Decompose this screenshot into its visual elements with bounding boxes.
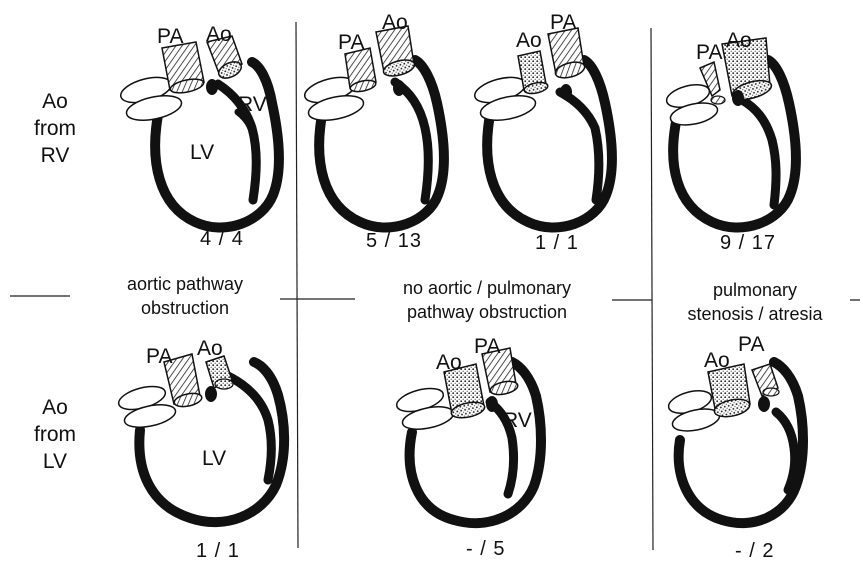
label-pa: PA (338, 32, 364, 53)
heart-lv-none (394, 348, 541, 523)
row-label-line: Ao (15, 394, 95, 421)
ratio-lv-aortic: 1 / 1 (196, 540, 240, 563)
septum (742, 100, 776, 205)
caption-no-obstruction: no aortic / pulmonary pathway obstructio… (362, 276, 612, 324)
column-divider (651, 28, 653, 550)
heart-wall (139, 362, 284, 522)
ratio-rv-none-b: 1 / 1 (535, 232, 579, 255)
label-lv: LV (202, 448, 226, 469)
ratio-lv-none: - / 5 (466, 538, 505, 561)
heart-rv-aortic (118, 36, 279, 228)
coronary-ostium (486, 396, 498, 412)
caption-line: pulmonary (660, 278, 850, 302)
row-label-line: from (15, 115, 95, 142)
ratio-rv-pulmonary: 9 / 17 (720, 232, 776, 255)
caption-line: no aortic / pulmonary (362, 276, 612, 300)
caption-pulmonary-stenosis: pulmonary stenosis / atresia (660, 278, 850, 326)
label-pa: PA (738, 334, 764, 355)
coronary-ostium (205, 386, 217, 402)
coronary-ostium (758, 396, 770, 412)
label-pa: PA (146, 346, 172, 367)
label-pa: PA (550, 12, 576, 33)
ratio-rv-none-a: 5 / 13 (366, 230, 422, 253)
label-pa: PA (696, 42, 722, 63)
coronary-ostium (732, 90, 744, 106)
row-label-line: LV (15, 448, 95, 475)
coronary-ostium (560, 84, 572, 100)
label-ao: Ao (197, 338, 223, 359)
label-ao: Ao (206, 24, 232, 45)
label-pa: PA (474, 336, 500, 357)
caption-line: obstruction (90, 296, 280, 320)
row-label-ao-from-rv: Ao from RV (15, 88, 95, 169)
heart-rv-none-a (302, 26, 444, 228)
ratio-lv-pulmonary: - / 2 (735, 540, 774, 563)
label-lv: LV (190, 142, 214, 163)
caption-line: stenosis / atresia (660, 302, 850, 326)
heart-lv-aortic (116, 354, 284, 522)
column-divider (296, 22, 298, 548)
row-label-line: from (15, 421, 95, 448)
heart-lv-pulmonary (666, 362, 803, 523)
caption-aortic-obstruction: aortic pathway obstruction (90, 272, 280, 320)
septum (560, 92, 599, 200)
coronary-ostium (206, 79, 218, 95)
label-rv: RV (503, 410, 532, 431)
label-ao: Ao (382, 12, 408, 33)
septum (776, 412, 795, 490)
caption-line: aortic pathway (90, 272, 280, 296)
label-pa: PA (157, 26, 183, 47)
septum (228, 376, 271, 480)
label-ao: Ao (726, 30, 752, 51)
coronary-ostium (393, 80, 405, 96)
label-ao: Ao (516, 30, 542, 51)
ratio-rv-aortic: 4 / 4 (200, 228, 244, 251)
row-label-line: Ao (15, 88, 95, 115)
heart-rv-none-b (472, 28, 612, 228)
label-ao: Ao (704, 350, 730, 371)
caption-line: pathway obstruction (362, 300, 612, 324)
row-label-ao-from-lv: Ao from LV (15, 394, 95, 475)
label-ao: Ao (436, 352, 462, 373)
label-rv: RV (238, 94, 267, 115)
row-label-line: RV (15, 142, 95, 169)
heart-rv-pulmonary (664, 38, 796, 228)
septum (395, 82, 428, 200)
